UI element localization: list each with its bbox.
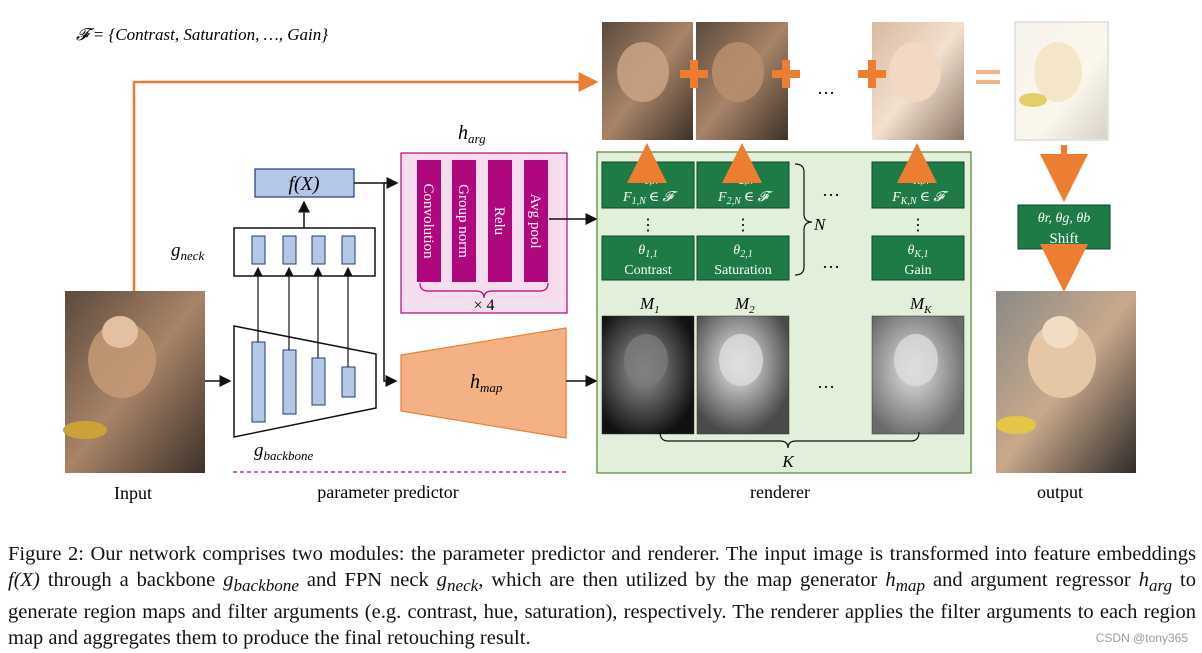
backbone-layer-4 [341, 366, 356, 398]
output-label: output [1037, 482, 1083, 502]
neck-layer-2 [282, 235, 297, 265]
map-ellipsis: … [817, 372, 835, 392]
architecture-diagram: 𝓕 = {Contrast, Saturation, …, Gain} Inpu… [63, 21, 1136, 503]
backbone-block [233, 325, 377, 438]
n-brace [794, 163, 813, 276]
k-brace [659, 431, 920, 449]
filter-set-formula: 𝓕 = {Contrast, Saturation, …, Gain} [76, 25, 328, 44]
neck-layer-4 [341, 235, 356, 265]
plus-icon [858, 60, 886, 88]
shift-params: θr, θg, θb [1038, 211, 1091, 226]
feature-embedding-box [254, 168, 355, 198]
neck-layer-3 [311, 235, 326, 265]
neck-layer-1 [251, 235, 266, 265]
k-label: K [781, 452, 795, 471]
h-map-block [400, 327, 567, 439]
vertical-ellipsis: ⋮ [910, 217, 926, 234]
n-label: N [813, 215, 827, 234]
filter-top-ellipsis: … [822, 180, 840, 200]
region-map-label: M1 [639, 294, 660, 316]
h-arg-label: harg [458, 122, 486, 146]
plus-icon [772, 60, 800, 88]
filter-arg-box-bottom [601, 235, 695, 281]
filter-name: Gain [904, 263, 931, 278]
filter-name: Contrast [624, 263, 672, 278]
h-arg-layers: Convolution Group norm Relu Avg pool [417, 160, 548, 282]
shift-label: Shift [1049, 231, 1079, 247]
g-backbone-label: gbackbone [254, 440, 314, 463]
vertical-ellipsis: ⋮ [640, 217, 656, 234]
retouched-image-k [872, 22, 964, 140]
filter-arg-box-bottom [696, 235, 790, 281]
region-map-subject [894, 334, 938, 386]
filter-theta-bottom: θ2,1 [733, 243, 752, 260]
aggregated-image [1014, 21, 1109, 141]
h-arg-layer [417, 160, 441, 282]
filter-type-top: F1,N∈ 𝓕 [622, 190, 678, 207]
g-neck-label: gneck [171, 240, 205, 263]
h-arg-layer [452, 160, 476, 282]
times-four-label: × 4 [473, 297, 494, 314]
h-arg-layer-label: Group norm [455, 184, 471, 258]
input-image [63, 291, 205, 473]
filter-type-top: F2,N∈ 𝓕 [717, 190, 773, 207]
retouched-image-1 [602, 22, 693, 140]
backbone-layer-1 [251, 341, 266, 423]
figure-caption: Figure 2: Our network comprises two modu… [8, 543, 1196, 650]
feature-embedding-label: f(X) [288, 173, 319, 195]
filter-arg-box-bottom [871, 235, 965, 281]
h-arg-layer [488, 160, 512, 282]
h-arg-layer-label: Avg pool [527, 193, 543, 248]
filter-theta-bottom: θK,1 [907, 243, 928, 260]
filter-bottom-ellipsis: … [822, 252, 840, 272]
retouched-image-2 [696, 22, 788, 140]
fx-to-hmap-arrow [354, 182, 398, 387]
h-map-label: hmap [470, 371, 503, 395]
plus-icon [680, 60, 708, 88]
vertical-ellipsis: ⋮ [735, 217, 751, 234]
filter-type-top: FK,N∈ 𝓕 [891, 190, 948, 207]
backbone-layer-3 [311, 357, 326, 406]
backbone-layer-2 [282, 349, 297, 415]
renderer-label: renderer [750, 482, 810, 502]
parameter-predictor-label: parameter predictor [317, 482, 458, 502]
equals-icon [976, 70, 1000, 84]
h-arg-layer-label: Relu [491, 207, 507, 236]
watermark: CSDN @tony365 [1095, 631, 1188, 645]
region-map-label: MK [909, 294, 932, 316]
output-image [996, 291, 1136, 473]
skip-arrow [132, 72, 599, 292]
region-map-label: M2 [734, 294, 755, 316]
h-arg-layer [524, 160, 548, 282]
filter-name: Saturation [714, 263, 772, 278]
filter-theta-bottom: θ1,1 [638, 243, 657, 260]
image-ellipsis: … [817, 78, 835, 98]
input-label: Input [114, 483, 152, 503]
region-map-subject [624, 334, 668, 386]
region-map-subject [719, 334, 763, 386]
h-arg-layer-label: Convolution [420, 183, 436, 259]
